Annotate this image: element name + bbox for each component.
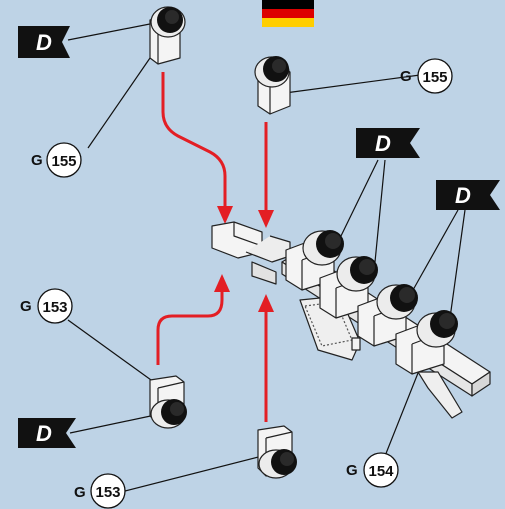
svg-text:153: 153 [95,484,120,501]
svg-text:153: 153 [42,299,67,316]
svg-text:D: D [455,183,471,208]
d-flag-top-left: D [18,26,70,58]
svg-text:155: 155 [422,69,447,86]
part-bottom [257,425,297,479]
rail-knob-icon [376,284,418,320]
arrow-heads [214,206,274,312]
rail-assembly [281,237,491,419]
label-g154-rail: G 154 [346,452,399,488]
german-flag-icon [262,0,314,27]
assembly-arrows [156,72,268,422]
svg-text:155: 155 [51,153,76,170]
svg-text:G: G [346,462,358,479]
d-flag-mid-left: D [18,418,76,448]
svg-text:D: D [36,30,52,55]
rail-knobs [302,230,458,348]
svg-text:G: G [31,152,43,169]
leader-lines [67,21,466,492]
label-g155-top-left: G 155 [31,142,82,178]
part-top-right [254,56,291,115]
rail-knob-icon [302,230,344,266]
d-flag-right-2: D [436,180,500,210]
svg-text:D: D [375,131,391,156]
svg-text:154: 154 [368,463,394,480]
svg-text:D: D [36,421,52,446]
d-flag-right-1: D [356,128,420,158]
part-mid-left [149,375,187,429]
rail-knob-icon [416,310,458,348]
rail-knob-icon [336,256,378,292]
svg-text:G: G [20,298,32,315]
label-g153-bottom: G 153 [74,473,126,509]
part-top-left [149,6,186,65]
label-g153-mid-left: G 153 [20,288,73,324]
connector-piece [211,221,291,285]
svg-text:G: G [74,484,86,501]
label-g155-top-right: G 155 [400,58,453,94]
svg-text:G: G [400,68,412,85]
